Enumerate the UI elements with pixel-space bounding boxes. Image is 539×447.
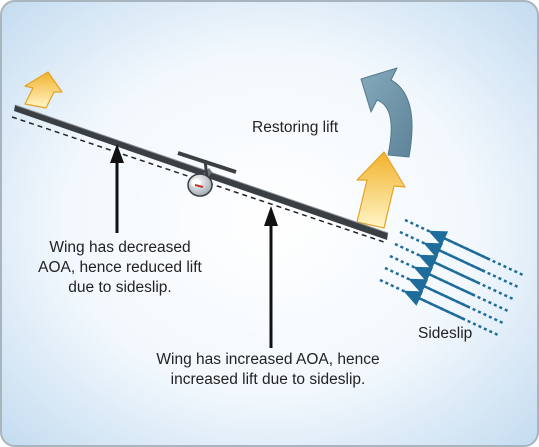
wing bbox=[14, 104, 389, 240]
increased-aoa-label: Wing has increased AOA, hence increased … bbox=[156, 351, 380, 388]
pointer-arrow-left bbox=[110, 144, 124, 233]
restoring-lift-label: Restoring lift bbox=[252, 119, 339, 136]
lift-arrow-icon-left bbox=[24, 71, 63, 109]
sideslip-arrows-icon bbox=[379, 218, 524, 337]
reference-dashed-line bbox=[11, 116, 388, 244]
sideslip-arrow-shaft bbox=[433, 260, 481, 285]
restoring-lift-curved-arrow-icon bbox=[360, 67, 413, 158]
sideslip-arrow-shaft bbox=[443, 236, 491, 261]
decreased-aoa-label: Wing has decreased AOA, hence reduced li… bbox=[38, 239, 202, 296]
lift-arrow-icon-right bbox=[356, 151, 406, 229]
glider-icon bbox=[177, 151, 237, 197]
sideslip-arrow-shaft bbox=[438, 248, 486, 273]
sideslip-label: Sideslip bbox=[418, 325, 473, 342]
sideslip-arrow-shaft bbox=[418, 296, 466, 321]
pointer-arrow-right bbox=[264, 206, 278, 348]
sideslip-arrow-shaft bbox=[428, 272, 476, 297]
sideslip-arrow-shaft bbox=[423, 284, 471, 309]
